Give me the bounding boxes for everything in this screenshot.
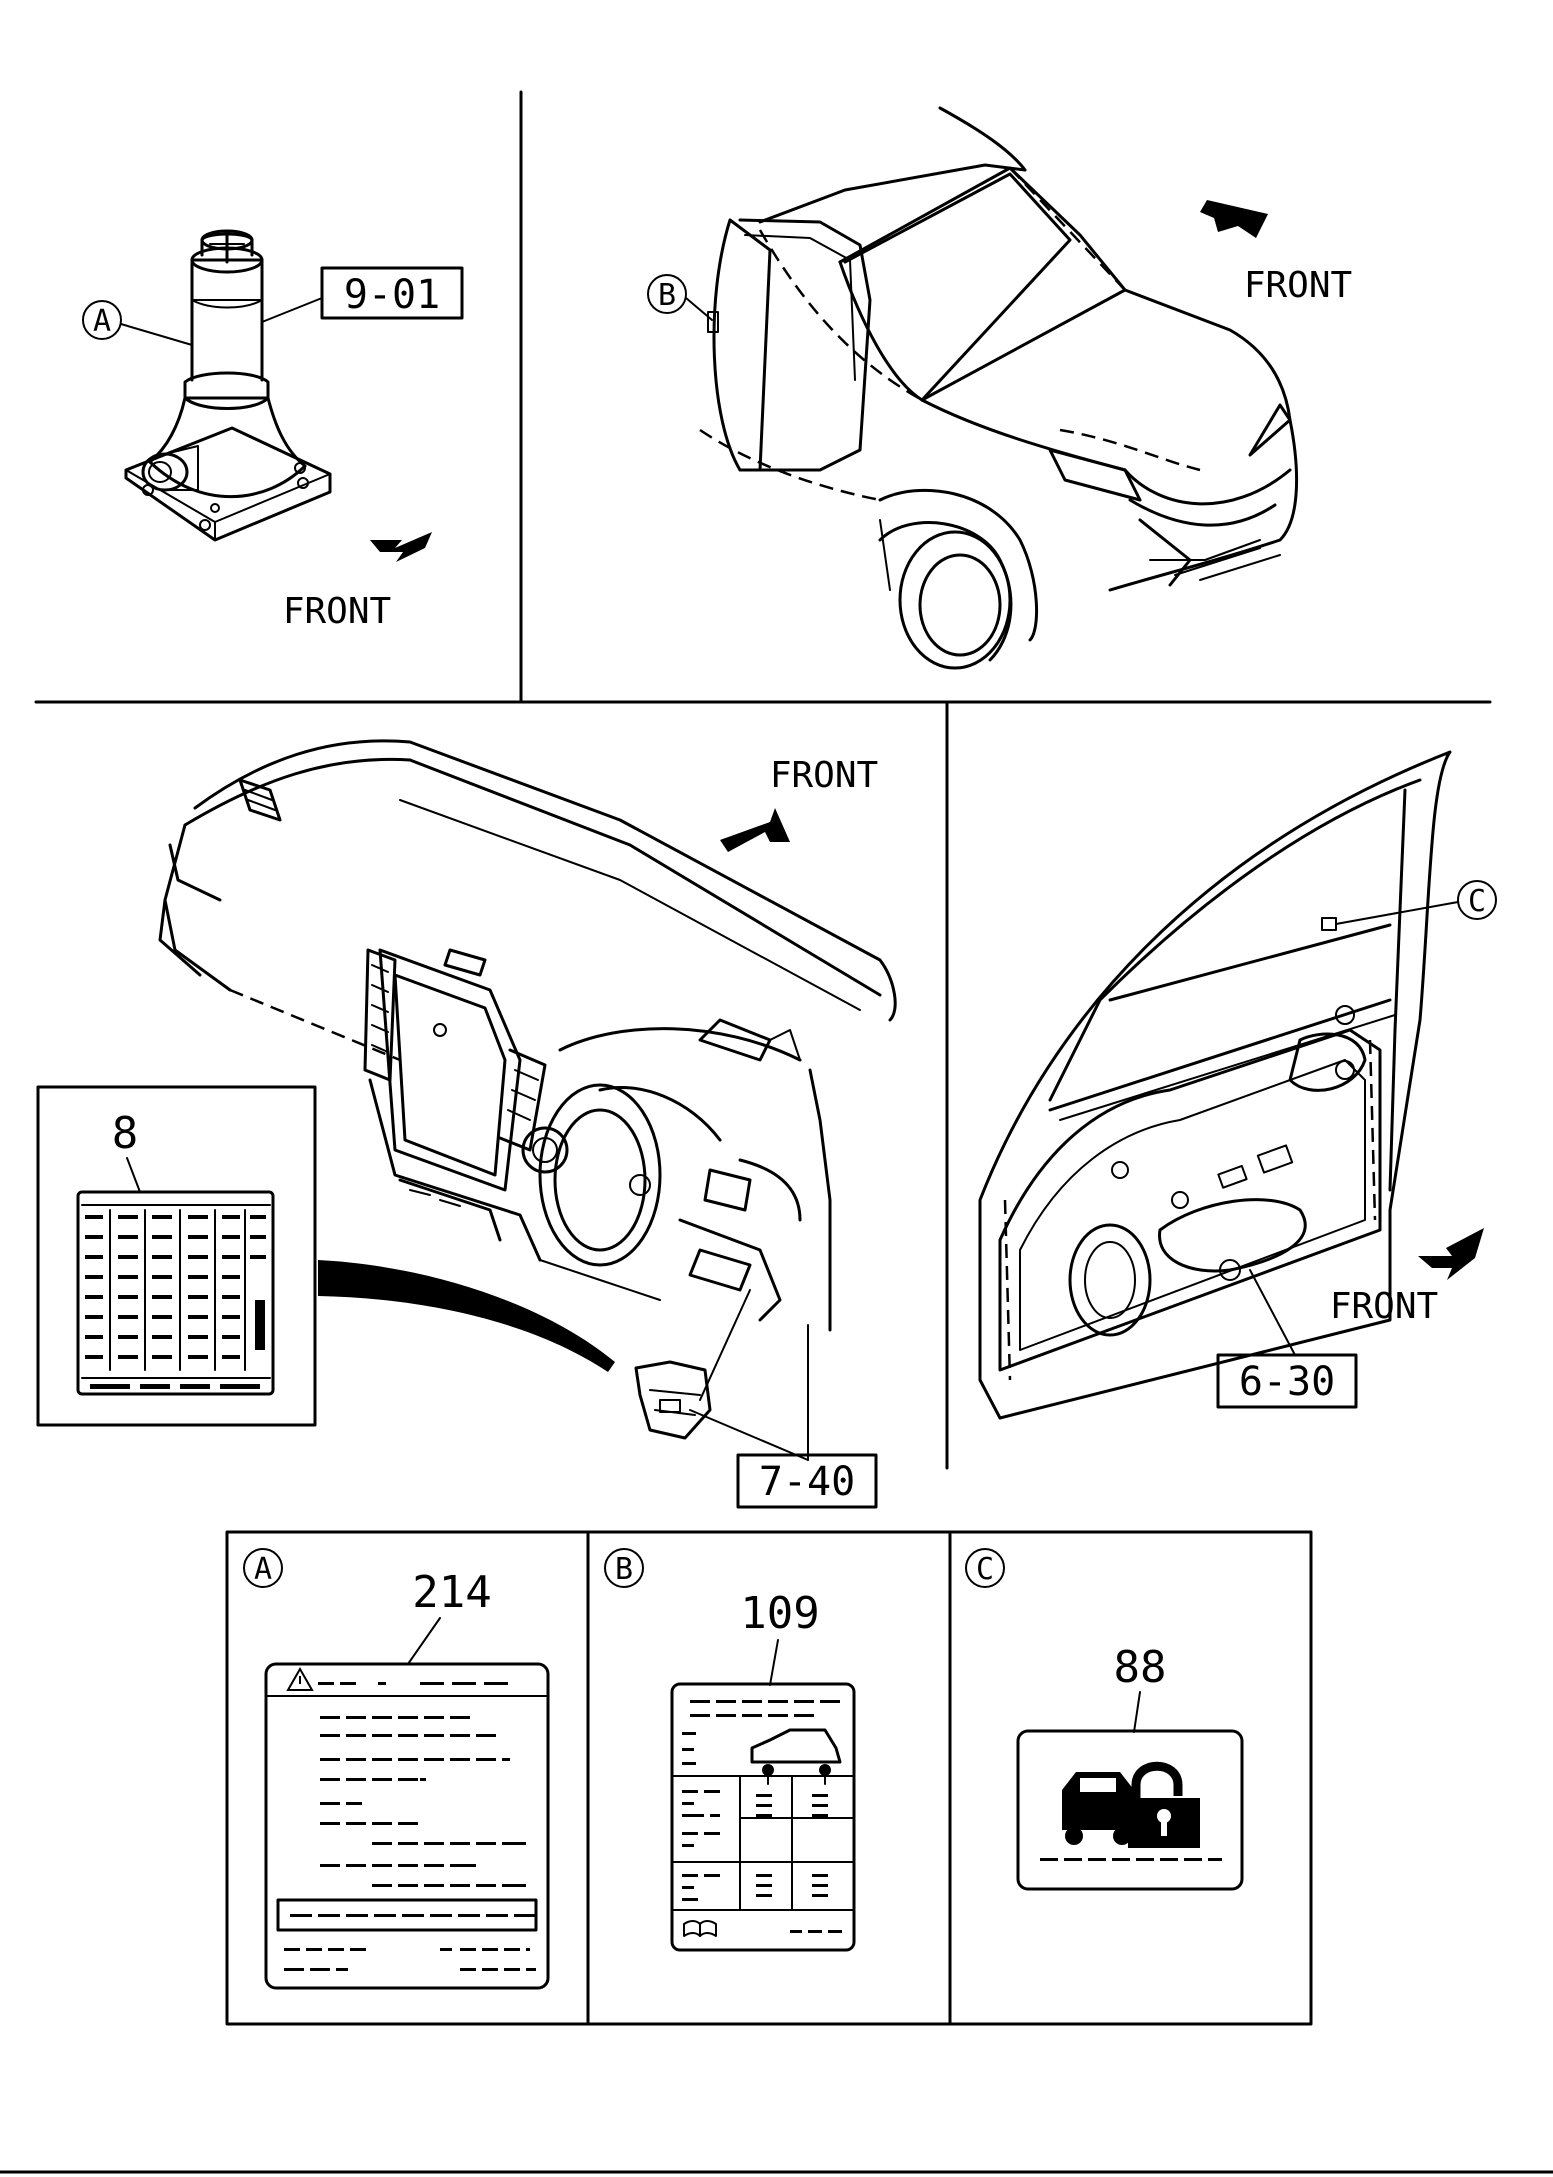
front-arrow-dash: FRONT [720, 755, 878, 852]
fuse-label-part: 8 [112, 1108, 139, 1159]
front-label-3: FRONT [770, 755, 878, 796]
panel-a-part: 214 [412, 1567, 491, 1618]
ref-jack: 9-01 [344, 272, 440, 318]
panel-b-letter: B [615, 1552, 633, 1587]
detail-panel-c: C 88 [965, 1548, 1244, 1891]
callout-b-letter: B [658, 278, 676, 313]
callout-c-door: C [1335, 880, 1497, 925]
warning-label-text-lines [284, 1682, 536, 1971]
ref-door: 6-30 [1239, 1359, 1335, 1405]
front-arrow-car: FRONT [1200, 200, 1352, 306]
front-label-2: FRONT [1244, 265, 1352, 306]
front-arrow-jack: FRONT [283, 532, 432, 632]
ref-box-jack: 9-01 [261, 266, 464, 323]
panel-c-letter: C [976, 1552, 994, 1587]
detail-panels-frame [225, 1530, 1313, 2026]
ref-box-instrument-panel: 7-40 [689, 1289, 878, 1509]
lock-label-text-line [1040, 1858, 1222, 1861]
detail-panel-b: B 109 [604, 1548, 856, 1952]
panel-b-part: 109 [740, 1588, 819, 1639]
front-label-1: FRONT [283, 591, 391, 632]
inset-pointer [318, 1260, 615, 1372]
tire-label-text-lines [682, 1700, 842, 1933]
panel-c-part: 88 [1114, 1642, 1167, 1693]
front-label-4: FRONT [1330, 1286, 1438, 1327]
door-illustration [978, 750, 1452, 1420]
jack-illustration [124, 229, 332, 542]
ref-instrument-panel: 7-40 [759, 1459, 855, 1505]
instrument-panel-illustration [158, 739, 897, 1440]
panel-dividers [0, 90, 1553, 2174]
front-arrow-door: FRONT [1330, 1228, 1484, 1327]
callout-a-jack: A [82, 300, 193, 346]
panel-a-letter: A [254, 1552, 272, 1587]
fuse-label-inset: 8 [36, 1085, 317, 1427]
callout-a-letter: A [93, 304, 111, 339]
callout-b-car: B [647, 274, 719, 333]
ref-box-door: 6-30 [1216, 1269, 1358, 1409]
callout-c-letter: C [1468, 884, 1486, 919]
car-front-illustration [699, 106, 1299, 670]
detail-panel-a: A 214 [243, 1548, 550, 1990]
